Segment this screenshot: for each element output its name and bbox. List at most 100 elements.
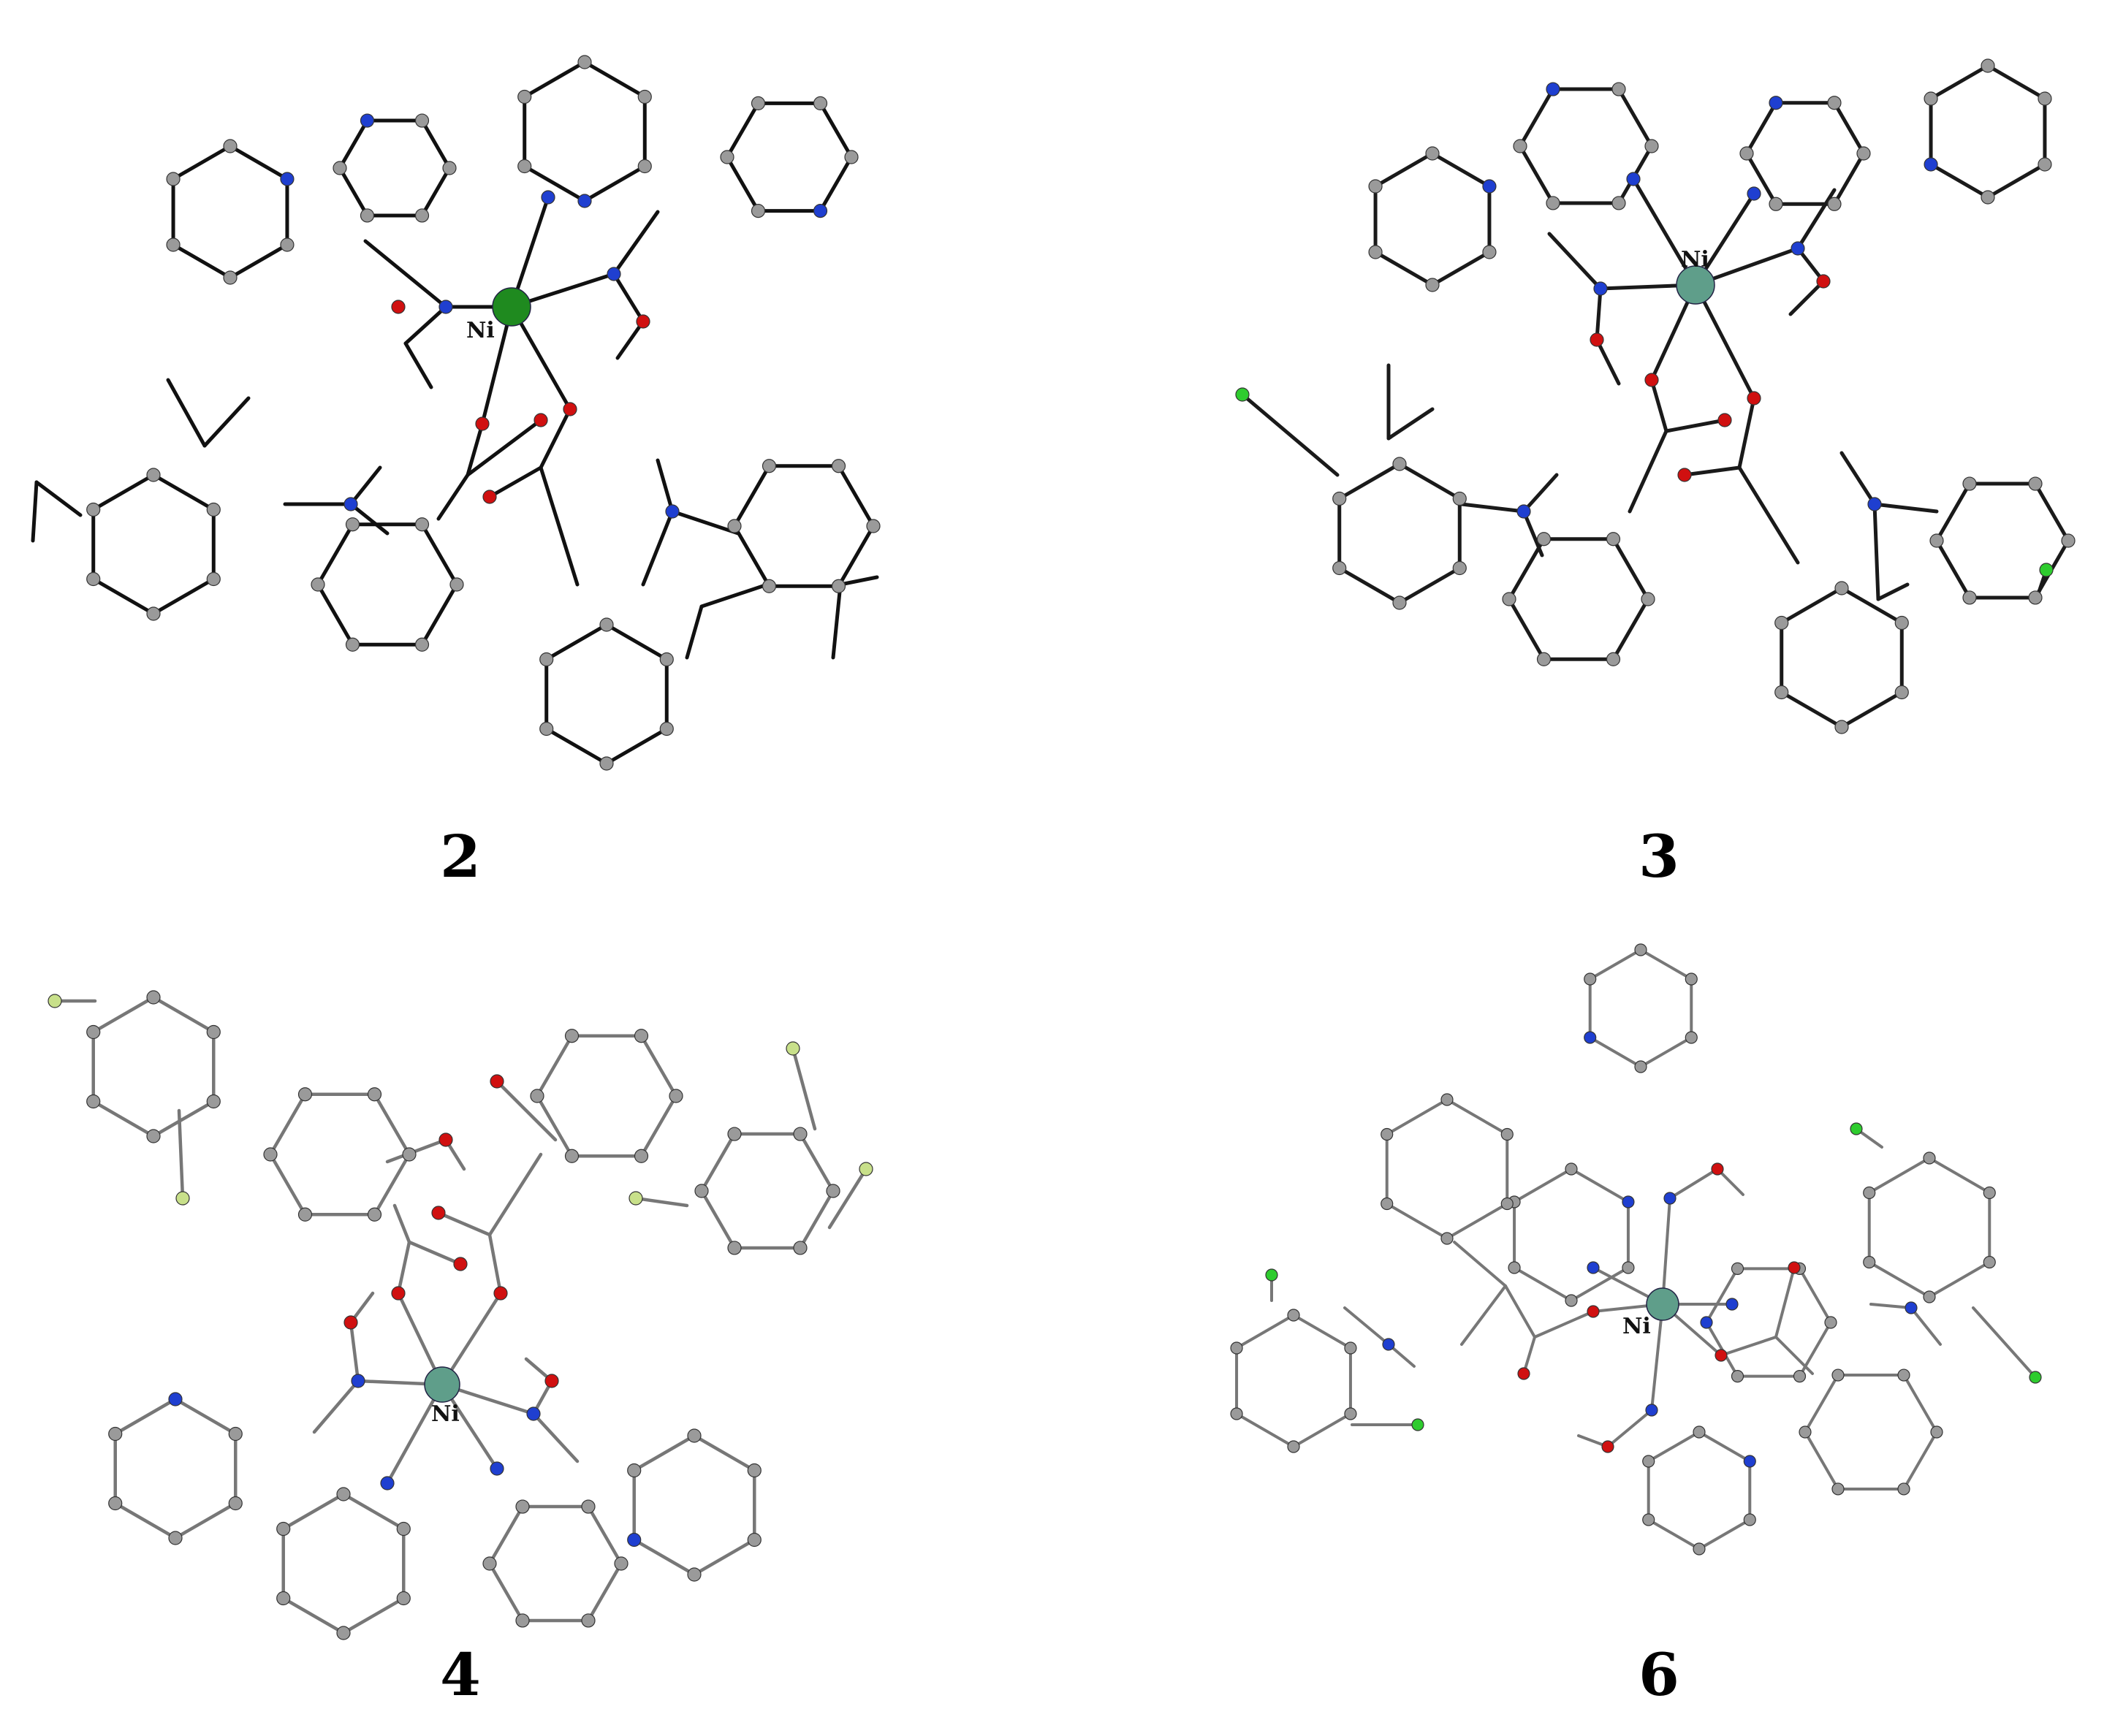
carbon-atom [223,270,238,285]
carbon-atom [1440,1093,1454,1106]
bond [1774,1336,1814,1375]
nitrogen-atom [280,172,295,186]
bond [1430,151,1492,189]
bond [403,305,448,346]
carbon-atom [1739,146,1754,161]
carbon-atom [146,1129,161,1143]
bond [1872,502,1939,514]
structure-panel-6: Ni6 [1230,943,2042,1709]
bond [1804,1374,1839,1434]
bond [281,1492,346,1531]
carbon-atom [1856,146,1871,161]
bond [373,1092,411,1157]
nickel-atom [1646,1287,1679,1321]
nickel-atom-label: Ni [466,318,495,343]
nitrogen-atom [1867,497,1882,511]
carbon-atom [1642,1513,1655,1526]
bond [670,509,740,536]
bond [151,473,216,511]
carbon-atom [1983,1255,1996,1269]
nitrogen-atom [813,204,828,218]
carbon-atom [1834,720,1849,734]
bond [544,623,609,661]
carbon-atom [336,1626,351,1640]
bond [699,1189,737,1250]
oxygen-atom [490,1074,504,1089]
bond [1631,177,1698,287]
nitrogen-atom [168,1392,183,1406]
halogen-atom [48,994,62,1008]
bond [539,407,572,470]
carbon-atom [1827,96,1842,110]
bond [1647,1431,1701,1463]
carbon-atom [1897,1368,1910,1382]
carbon-atom [2038,157,2052,172]
bond [113,1397,178,1436]
bond [268,1152,307,1217]
bond [692,1538,756,1577]
carbon-atom [581,1499,596,1514]
bond [91,995,156,1034]
bond [692,1434,756,1472]
bond [396,1240,411,1295]
carbon-atom [1924,91,1938,106]
bond [403,341,433,389]
carbon-atom [1894,615,1909,631]
nitrogen-atom [343,497,358,511]
bond [634,1196,689,1208]
bond [1876,582,1910,601]
bond [1929,64,1990,101]
carbon-atom [1983,1186,1996,1200]
nitrogen-atom [1382,1338,1395,1351]
panel-label: 3 [1639,822,1679,891]
bond [1928,1260,1991,1298]
halogen-atom [859,1162,873,1176]
carbon-atom [1863,1255,1876,1269]
bond [487,1504,525,1566]
carbon-atom [2061,533,2076,548]
carbon-atom [727,1241,742,1255]
carbon-atom [831,579,846,593]
bond [615,319,645,360]
bond [1373,151,1435,189]
bond [1737,396,1756,470]
nickel-atom-label: Ni [431,1401,460,1427]
structure-panel-2: Ni2 [31,55,881,891]
bond [1698,1518,1752,1550]
carbon-atom [1508,1261,1521,1274]
carbon-atom [844,150,859,164]
bond [34,480,83,517]
carbon-atom [515,1499,530,1514]
bond [1611,597,1650,661]
bond [466,422,485,477]
nickel-atom [492,287,531,327]
bond [1460,1284,1507,1346]
bond [1668,1168,1719,1200]
bond [1839,586,1904,625]
carbon-atom [1536,652,1552,666]
carbon-atom [564,1029,580,1043]
carbon-atom [539,721,554,736]
carbon-atom [297,1207,313,1222]
bond [420,522,459,587]
bond [1588,1036,1642,1068]
bond [487,465,543,499]
carbon-atom [206,1094,221,1109]
carbon-atom [414,208,430,223]
oxygen-atom [1717,413,1732,427]
bond [1720,1336,1777,1357]
carbon-atom [1611,196,1626,210]
carbon-atom [727,1127,742,1141]
bond [699,582,770,609]
halogen-atom [2029,1371,2042,1384]
bond [639,1094,678,1158]
bond [1386,407,1435,441]
bond [338,118,369,170]
bond [1839,451,1877,506]
carbon-atom [1774,685,1789,700]
bond [798,1132,835,1193]
carbon-atom [108,1496,123,1511]
bond [831,582,843,660]
